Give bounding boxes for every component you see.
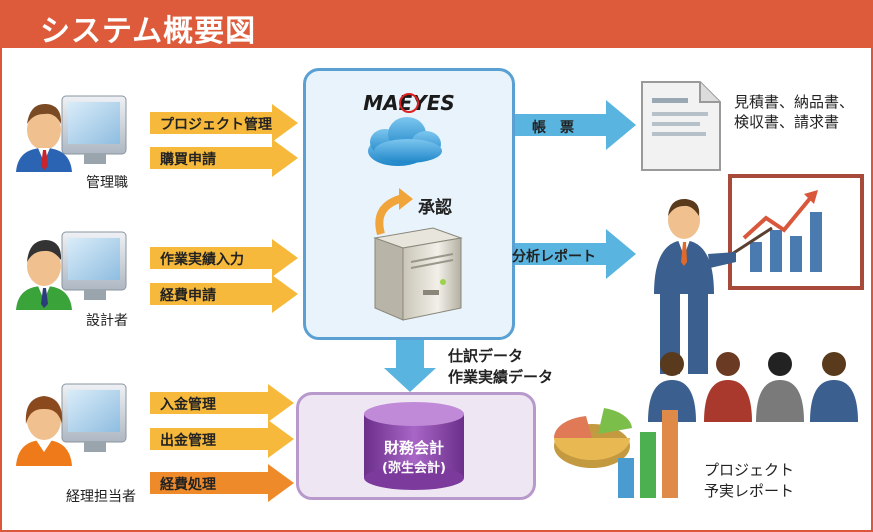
role-accountant: 経理担当者	[66, 489, 136, 505]
input-project-management: プロジェクト管理	[160, 117, 272, 133]
input-work-record: 作業実績入力	[160, 252, 244, 268]
forms-doc-line-2: 検収書、請求書	[734, 113, 840, 131]
accounting-db-graphics	[364, 402, 464, 490]
input-purchase-request: 購買申請	[160, 152, 216, 168]
report-chart-graphics	[553, 408, 678, 498]
server-icon	[373, 227, 463, 321]
accounting-sub: (弥生会計)	[382, 461, 446, 476]
audience-graphics	[648, 352, 858, 422]
transfer-journal-data: 仕訳データ	[448, 347, 524, 365]
output-forms-label: 帳 票	[532, 120, 574, 136]
output-analysis-label: 分析レポート	[512, 249, 596, 265]
central-system-graphics: MAEYES	[363, 91, 463, 321]
project-report-line-1: プロジェクト	[704, 461, 795, 479]
input-arrows	[150, 104, 298, 502]
bar-chart-icon	[618, 410, 678, 498]
header-bar: システム概要図	[0, 0, 873, 49]
document-icon	[641, 81, 721, 171]
accountant-person-icon	[16, 383, 127, 466]
presentation-board-icon	[728, 174, 864, 290]
input-receipt-management: 入金管理	[160, 397, 216, 413]
input-expense-processing: 経費処理	[160, 477, 216, 493]
output-arrows	[384, 100, 636, 392]
input-payment-management: 出金管理	[160, 433, 216, 449]
transfer-work-data: 作業実績データ	[448, 368, 554, 386]
approval-label: 承認	[418, 198, 452, 218]
manager-person-icon	[16, 95, 127, 172]
presenter-person-icon	[654, 198, 773, 374]
role-designer: 設計者	[86, 313, 128, 329]
approval-arrow-icon	[375, 188, 413, 236]
cloud-icon	[368, 117, 442, 166]
pie-chart-icon	[553, 408, 632, 468]
page-title: システム概要図	[40, 14, 257, 49]
database-icon	[364, 402, 464, 490]
project-report-line-2: 予実レポート	[704, 482, 795, 500]
role-manager: 管理職	[86, 175, 128, 191]
accounting-name: 財務会計	[383, 439, 444, 457]
forms-doc-line-1: 見積書、納品書、	[734, 93, 855, 111]
logo-eye-icon	[399, 93, 419, 113]
input-expense-request: 経費申請	[160, 288, 216, 304]
presenter-graphics	[654, 174, 864, 374]
audience-icon	[648, 352, 858, 422]
designer-person-icon	[16, 231, 127, 310]
